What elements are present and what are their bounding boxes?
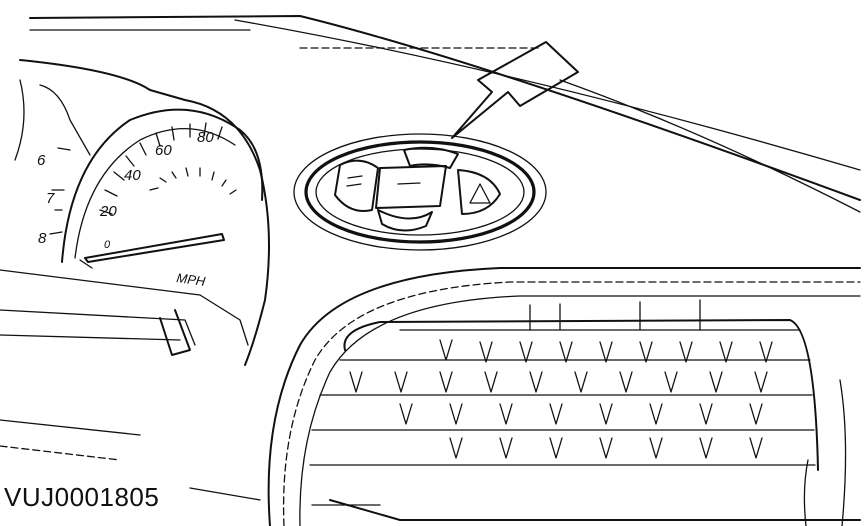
speed-label-80: 80 xyxy=(197,129,214,146)
speed-labels: 20 40 60 80 6 7 8 0 MPH xyxy=(37,129,214,289)
figure-id-label: VUJ0001805 xyxy=(4,482,160,512)
center-display xyxy=(375,165,447,209)
bottom-switch xyxy=(377,209,433,232)
rpm-label-8: 8 xyxy=(38,230,47,247)
speed-label-20: 20 xyxy=(99,203,117,220)
air-vent xyxy=(267,267,861,526)
lower-dashboard-contour xyxy=(0,379,847,526)
speed-unit-label: MPH xyxy=(176,270,207,289)
rpm-label-7: 7 xyxy=(46,190,55,207)
top-switch xyxy=(403,146,459,169)
speed-label-40: 40 xyxy=(124,167,141,184)
speed-label-60: 60 xyxy=(155,142,172,159)
instrument-cluster xyxy=(0,59,270,366)
left-switch xyxy=(334,159,379,212)
hazard-switch xyxy=(457,169,501,215)
speed-label-zero: 0 xyxy=(104,239,111,251)
pointer-arrow-icon xyxy=(451,41,579,139)
switch-pack xyxy=(293,133,547,251)
dashboard-upper-contour xyxy=(29,15,861,213)
hazard-triangle-icon xyxy=(469,183,491,204)
rpm-label-6: 6 xyxy=(37,152,46,169)
